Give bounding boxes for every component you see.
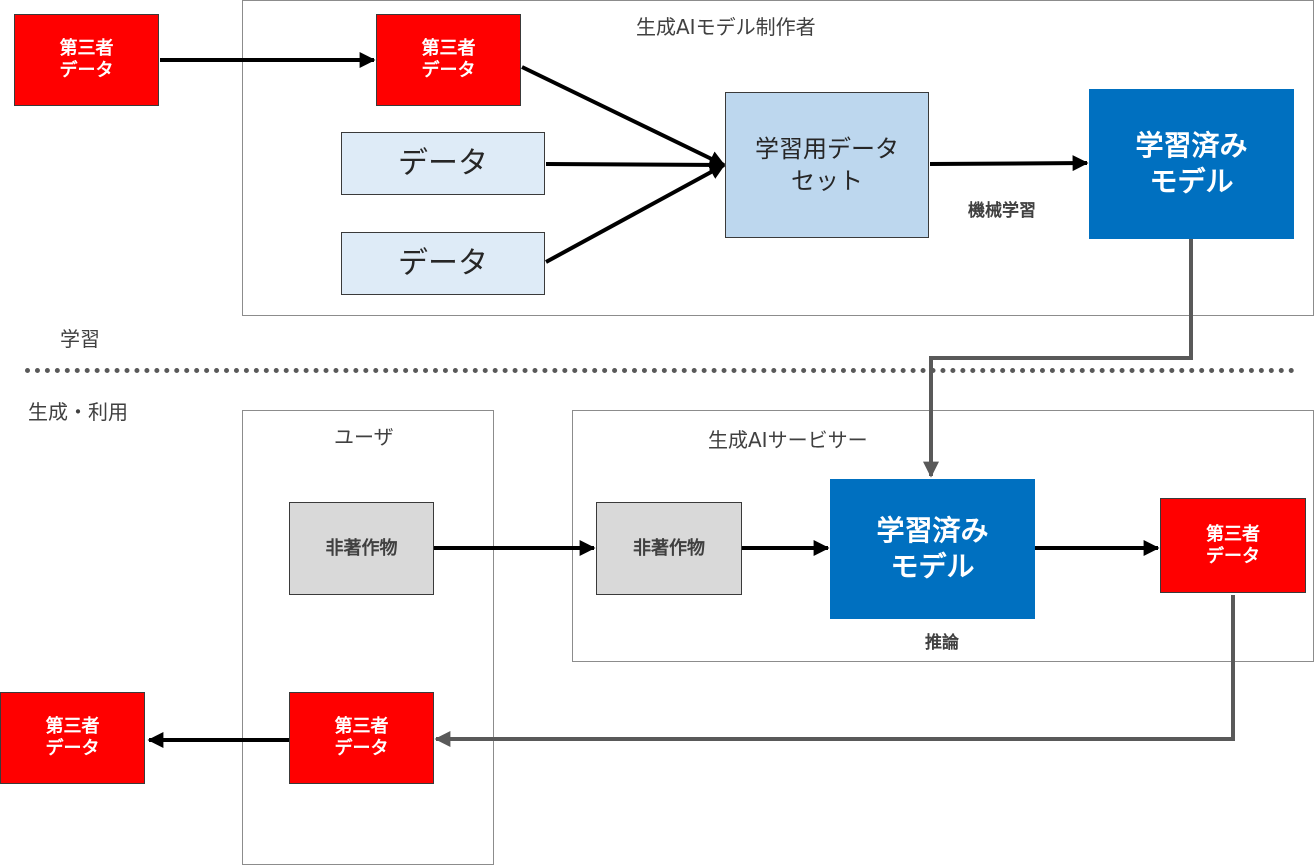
trained-model-service-box: 学習済み モデル	[830, 479, 1035, 619]
trained-model-creator-box: 学習済み モデル	[1089, 89, 1294, 239]
phase-separator	[25, 368, 1295, 373]
third-party-data-user-box: 第三者 データ	[289, 692, 434, 784]
third-party-data-final-box: 第三者 データ	[0, 692, 145, 784]
arrow-output-data-to-user-data	[434, 595, 1235, 747]
training-dataset-box: 学習用データ セット	[725, 92, 929, 238]
arrow-creator-data-to-dataset	[521, 65, 726, 167]
inference-caption: 推論	[925, 633, 959, 653]
arrow-data1-to-dataset	[545, 156, 726, 173]
non-copyrighted-work-user-box: 非著作物	[289, 502, 434, 595]
arrow-creator-model-to-service-model	[923, 239, 1193, 478]
third-party-data-output-box: 第三者 データ	[1160, 498, 1306, 593]
arrow-data2-to-dataset	[545, 163, 726, 264]
data-box-2: データ	[341, 232, 545, 295]
third-party-data-outside-box: 第三者 データ	[14, 14, 159, 106]
data-box-1: データ	[341, 132, 545, 195]
third-party-data-creator-box: 第三者 データ	[376, 14, 521, 106]
machine-learning-caption: 機械学習	[968, 201, 1036, 221]
phase-label-learning: 学習	[60, 327, 100, 351]
user-frame-title: ユーザ	[334, 425, 394, 449]
creator-frame-title: 生成AIモデル制作者	[636, 15, 816, 39]
phase-label-generation: 生成・利用	[28, 400, 128, 424]
non-copyrighted-work-service-box: 非著作物	[596, 502, 742, 595]
arrow-dataset-to-model	[929, 155, 1089, 172]
service-frame-title: 生成AIサービサー	[708, 428, 868, 452]
